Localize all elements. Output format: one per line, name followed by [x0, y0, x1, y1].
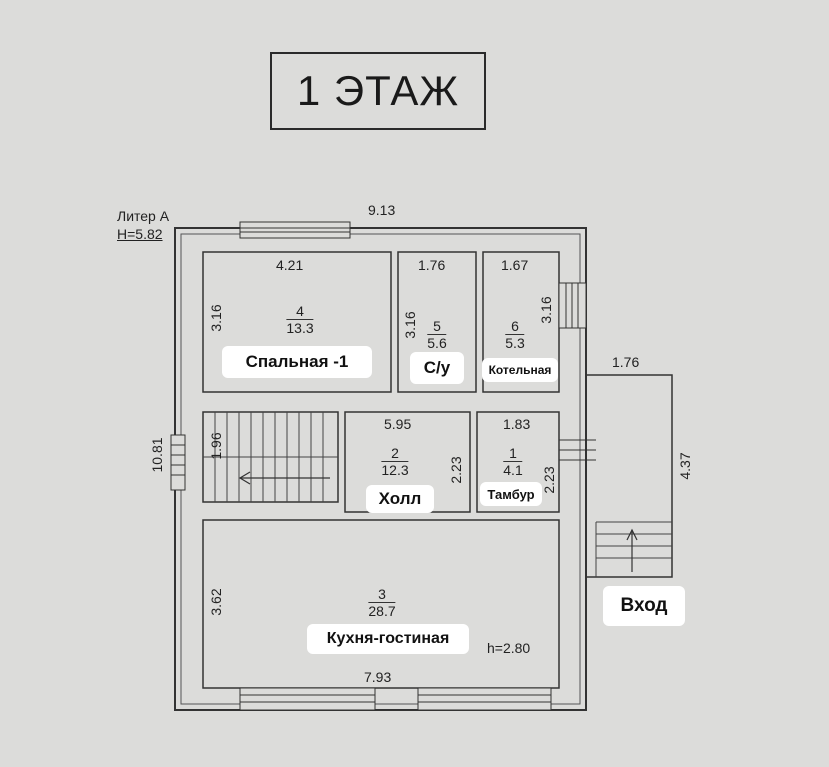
- room-3-height: 3.62: [208, 588, 224, 616]
- window-left: [170, 434, 186, 491]
- room-6-name: Котельная: [482, 358, 558, 382]
- room-1-number: 1: [503, 445, 523, 463]
- ceiling-height: h=2.80: [487, 640, 531, 656]
- room-3-number: 3: [368, 586, 396, 604]
- porch-steps: [595, 521, 672, 577]
- stair-dimension: 1.96: [208, 432, 224, 460]
- room-4-area: 4 13.3: [286, 303, 314, 337]
- room-3-area-value: 28.7: [368, 603, 396, 620]
- porch-height: 4.37: [677, 452, 693, 480]
- room-5-area-value: 5.6: [427, 335, 447, 352]
- room-1-height: 2.23: [541, 466, 557, 494]
- stair-treads: [203, 412, 338, 502]
- room-2-name: Холл: [366, 485, 434, 513]
- entrance-arrow: [626, 528, 638, 572]
- room-1-area-value: 4.1: [503, 462, 523, 479]
- room-5-outline: [397, 251, 477, 393]
- room-6-area-value: 5.3: [505, 335, 525, 352]
- room-5-area: 5 5.6: [427, 318, 447, 352]
- room-3-name: Кухня-гостиная: [307, 624, 469, 654]
- room-1-width: 1.83: [503, 416, 531, 432]
- window-bottom-1: [239, 687, 376, 711]
- room-2-number: 2: [381, 445, 409, 463]
- window-bottom-2: [417, 687, 552, 711]
- room-5-height: 3.16: [402, 311, 418, 339]
- room-4-outline: [202, 251, 392, 393]
- porch-width: 1.76: [612, 354, 640, 370]
- room-5-number: 5: [427, 318, 447, 336]
- entrance-label: Вход: [603, 586, 685, 626]
- room-3-outline: [202, 519, 560, 689]
- room-1-name: Тамбур: [480, 482, 542, 506]
- room-6-width: 1.67: [501, 257, 529, 273]
- room-4-width: 4.21: [276, 257, 304, 273]
- porch: [585, 374, 673, 578]
- room-2-area-value: 12.3: [381, 462, 409, 479]
- room-5-name: С/у: [410, 352, 464, 384]
- room-1-area: 1 4.1: [503, 445, 523, 479]
- window-top: [239, 221, 351, 239]
- page-title: 1 ЭТАЖ: [270, 52, 486, 130]
- room-1-outline: [476, 411, 560, 513]
- liter-label: Литер А: [117, 208, 170, 224]
- room-2-height: 2.23: [448, 456, 464, 484]
- overall-width: 9.13: [368, 202, 396, 218]
- room-4-area-value: 13.3: [286, 320, 314, 337]
- stair-arrow: [238, 471, 330, 485]
- room-6-number: 6: [505, 318, 525, 336]
- room-2-width: 5.95: [384, 416, 412, 432]
- room-5-width: 1.76: [418, 257, 446, 273]
- room-4-name: Спальная -1: [222, 346, 372, 378]
- height-label: H=5.82: [117, 226, 163, 242]
- room-6-height: 3.16: [538, 296, 554, 324]
- overall-length: 10.81: [149, 437, 165, 473]
- room-2-area: 2 12.3: [381, 445, 409, 479]
- room-3-area: 3 28.7: [368, 586, 396, 620]
- window-right: [558, 282, 587, 329]
- room-4-height: 3.16: [208, 304, 224, 332]
- room-4-number: 4: [286, 303, 314, 321]
- room-6-area: 6 5.3: [505, 318, 525, 352]
- door-vestibule: [559, 439, 596, 461]
- room-3-width: 7.93: [364, 669, 392, 685]
